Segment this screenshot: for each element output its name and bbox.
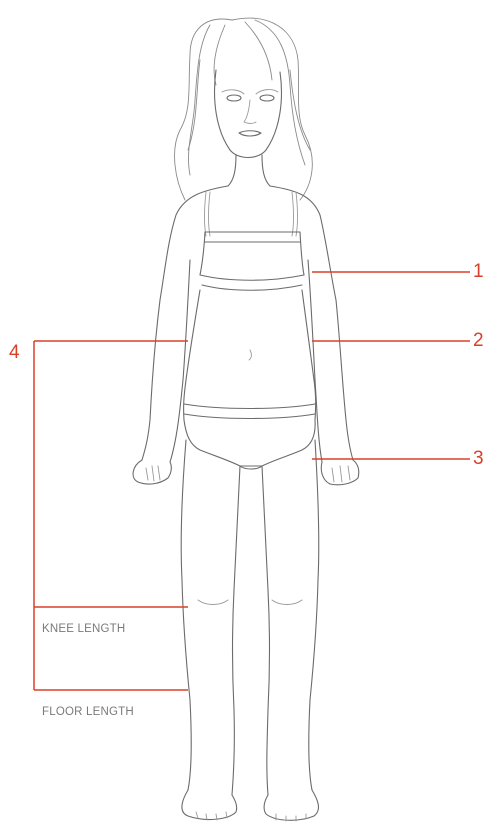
legs [181,440,319,821]
floor-length-label: FLOOR LENGTH [42,707,134,719]
arms [133,260,359,485]
marker-1-label: 1 [473,262,484,281]
knee-length-label: KNEE LENGTH [42,624,125,636]
bandeau-top [200,232,304,290]
torso-lower [184,290,316,420]
marker-4-label: 4 [9,343,20,362]
marker-3-label: 3 [473,449,484,468]
hair [175,18,313,200]
face [215,70,282,158]
briefs [184,404,315,469]
marker-2-label: 2 [473,331,484,350]
